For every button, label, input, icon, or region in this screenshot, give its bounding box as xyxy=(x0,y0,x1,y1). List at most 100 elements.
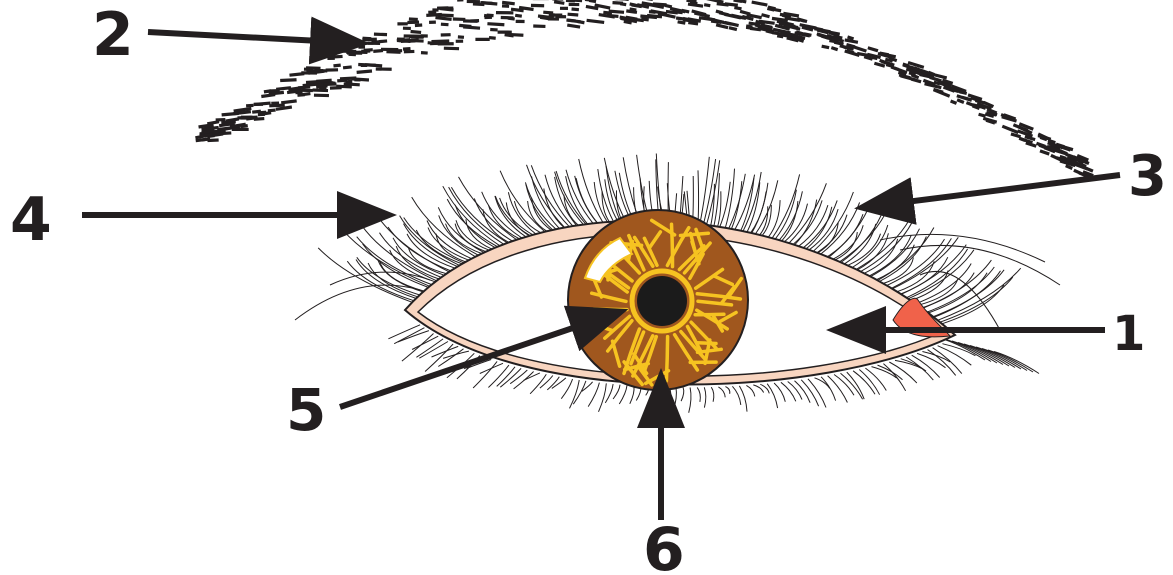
upper-lash xyxy=(938,268,1021,320)
lower-lash xyxy=(859,370,879,395)
eyebrow-hair xyxy=(463,19,478,23)
eyebrow-hair xyxy=(415,23,423,27)
lower-lash xyxy=(718,387,725,397)
eyebrow-hair xyxy=(397,22,407,25)
upper-lash xyxy=(443,186,500,246)
eyebrow-hair xyxy=(502,4,509,8)
callout-number-3: 3 xyxy=(1128,144,1167,209)
eyebrow-hair xyxy=(516,20,525,23)
eyebrow-hair xyxy=(429,21,436,24)
eyebrow-hair xyxy=(490,28,498,32)
eyebrow-hair xyxy=(444,47,459,51)
eyebrow-hair xyxy=(397,38,405,41)
lower-lash xyxy=(394,328,424,344)
upper-lash xyxy=(318,248,412,302)
callout-number-6: 6 xyxy=(643,515,685,575)
lower-lash xyxy=(412,336,438,349)
eyebrow-hair xyxy=(543,11,553,15)
lower-lash xyxy=(704,387,706,407)
eyebrow-hair xyxy=(475,38,489,41)
upper-lash xyxy=(772,174,800,238)
eyebrow-hair xyxy=(438,6,453,9)
arrow-3 xyxy=(866,175,1120,207)
eyebrow-hair xyxy=(326,68,338,72)
lower-lash xyxy=(673,387,676,410)
eyebrow-hair xyxy=(761,13,770,18)
lower-lash xyxy=(883,364,905,391)
lower-lash xyxy=(681,388,684,402)
iris-fiber xyxy=(666,337,667,381)
eyebrow-hair xyxy=(348,53,356,57)
callout-number-2: 2 xyxy=(92,0,134,70)
eyebrow-hair xyxy=(533,24,545,28)
upper-lash xyxy=(500,171,545,232)
eyebrow xyxy=(195,0,1094,180)
upper-lash xyxy=(779,191,802,240)
eyebrow-hair xyxy=(978,113,986,118)
upper-lash xyxy=(482,192,522,238)
eyebrow-hair xyxy=(515,14,522,18)
lower-lash xyxy=(746,385,754,396)
eyebrow-hair xyxy=(222,112,239,117)
lower-lash xyxy=(711,387,714,402)
upper-lash xyxy=(698,170,699,224)
eyebrow-hair xyxy=(297,93,305,97)
eyebrow-hair xyxy=(487,22,504,26)
callout-number-5: 5 xyxy=(286,376,326,444)
iris-fiber xyxy=(695,314,724,315)
lower-lash xyxy=(599,383,607,411)
eyebrow-hair xyxy=(421,51,428,55)
eyebrow-hair xyxy=(459,24,472,28)
eyebrow-hair xyxy=(729,26,738,31)
eyebrow-hair xyxy=(501,16,514,20)
eyebrow-hair xyxy=(404,34,422,37)
eyebrow-hair xyxy=(867,46,878,52)
lower-lash xyxy=(767,384,777,408)
iris-fiber xyxy=(681,233,709,235)
eyebrow-hair xyxy=(560,7,568,10)
eyebrow-hair xyxy=(374,33,387,37)
eyebrow-hair xyxy=(734,6,742,10)
callout-number-1: 1 xyxy=(1112,306,1145,362)
eyebrow-hair xyxy=(289,72,304,77)
eyebrow-hair xyxy=(409,17,418,21)
iris-fiber xyxy=(697,343,716,344)
eyebrow-hair xyxy=(357,69,373,74)
eyebrow-hair xyxy=(302,89,313,92)
eyebrow-hair xyxy=(403,47,411,51)
eyebrow-hair xyxy=(368,42,380,45)
eyebrow-hair xyxy=(343,65,352,69)
eyebrow-hair xyxy=(269,104,285,108)
eyebrow-hair xyxy=(361,49,370,52)
eyebrow-hair xyxy=(431,39,449,43)
upper-lash xyxy=(833,225,863,259)
lower-lash xyxy=(619,385,627,404)
eyebrow-hair xyxy=(441,23,449,27)
eyebrow-hair xyxy=(358,45,365,48)
eyebrow-hair xyxy=(314,94,329,98)
eyebrow-hair xyxy=(554,0,565,5)
pupil xyxy=(637,276,687,326)
lower-lash xyxy=(781,382,796,401)
eyebrow-hair xyxy=(797,17,807,23)
lower-lash xyxy=(732,386,740,405)
callout-number-4: 4 xyxy=(10,185,52,255)
eyebrow-hair xyxy=(410,30,421,34)
upper-lash xyxy=(579,159,603,222)
eyebrow-hair xyxy=(354,78,360,81)
eyebrow-hair xyxy=(552,0,563,1)
lower-lash xyxy=(613,385,620,399)
eyebrow-hair xyxy=(304,68,314,71)
lower-lash xyxy=(697,387,700,402)
eyebrow-hair xyxy=(566,0,575,2)
eyebrow-hair xyxy=(531,4,544,8)
upper-lash xyxy=(900,245,1060,285)
upper-lash xyxy=(933,270,1004,317)
lower-lash xyxy=(815,378,830,389)
eyebrow-hair xyxy=(232,128,249,131)
lower-lash xyxy=(588,383,599,407)
eyebrow-hair xyxy=(586,19,604,24)
eyebrow-hair xyxy=(403,27,411,30)
lower-lash xyxy=(514,372,534,389)
upper-lash xyxy=(864,239,898,273)
